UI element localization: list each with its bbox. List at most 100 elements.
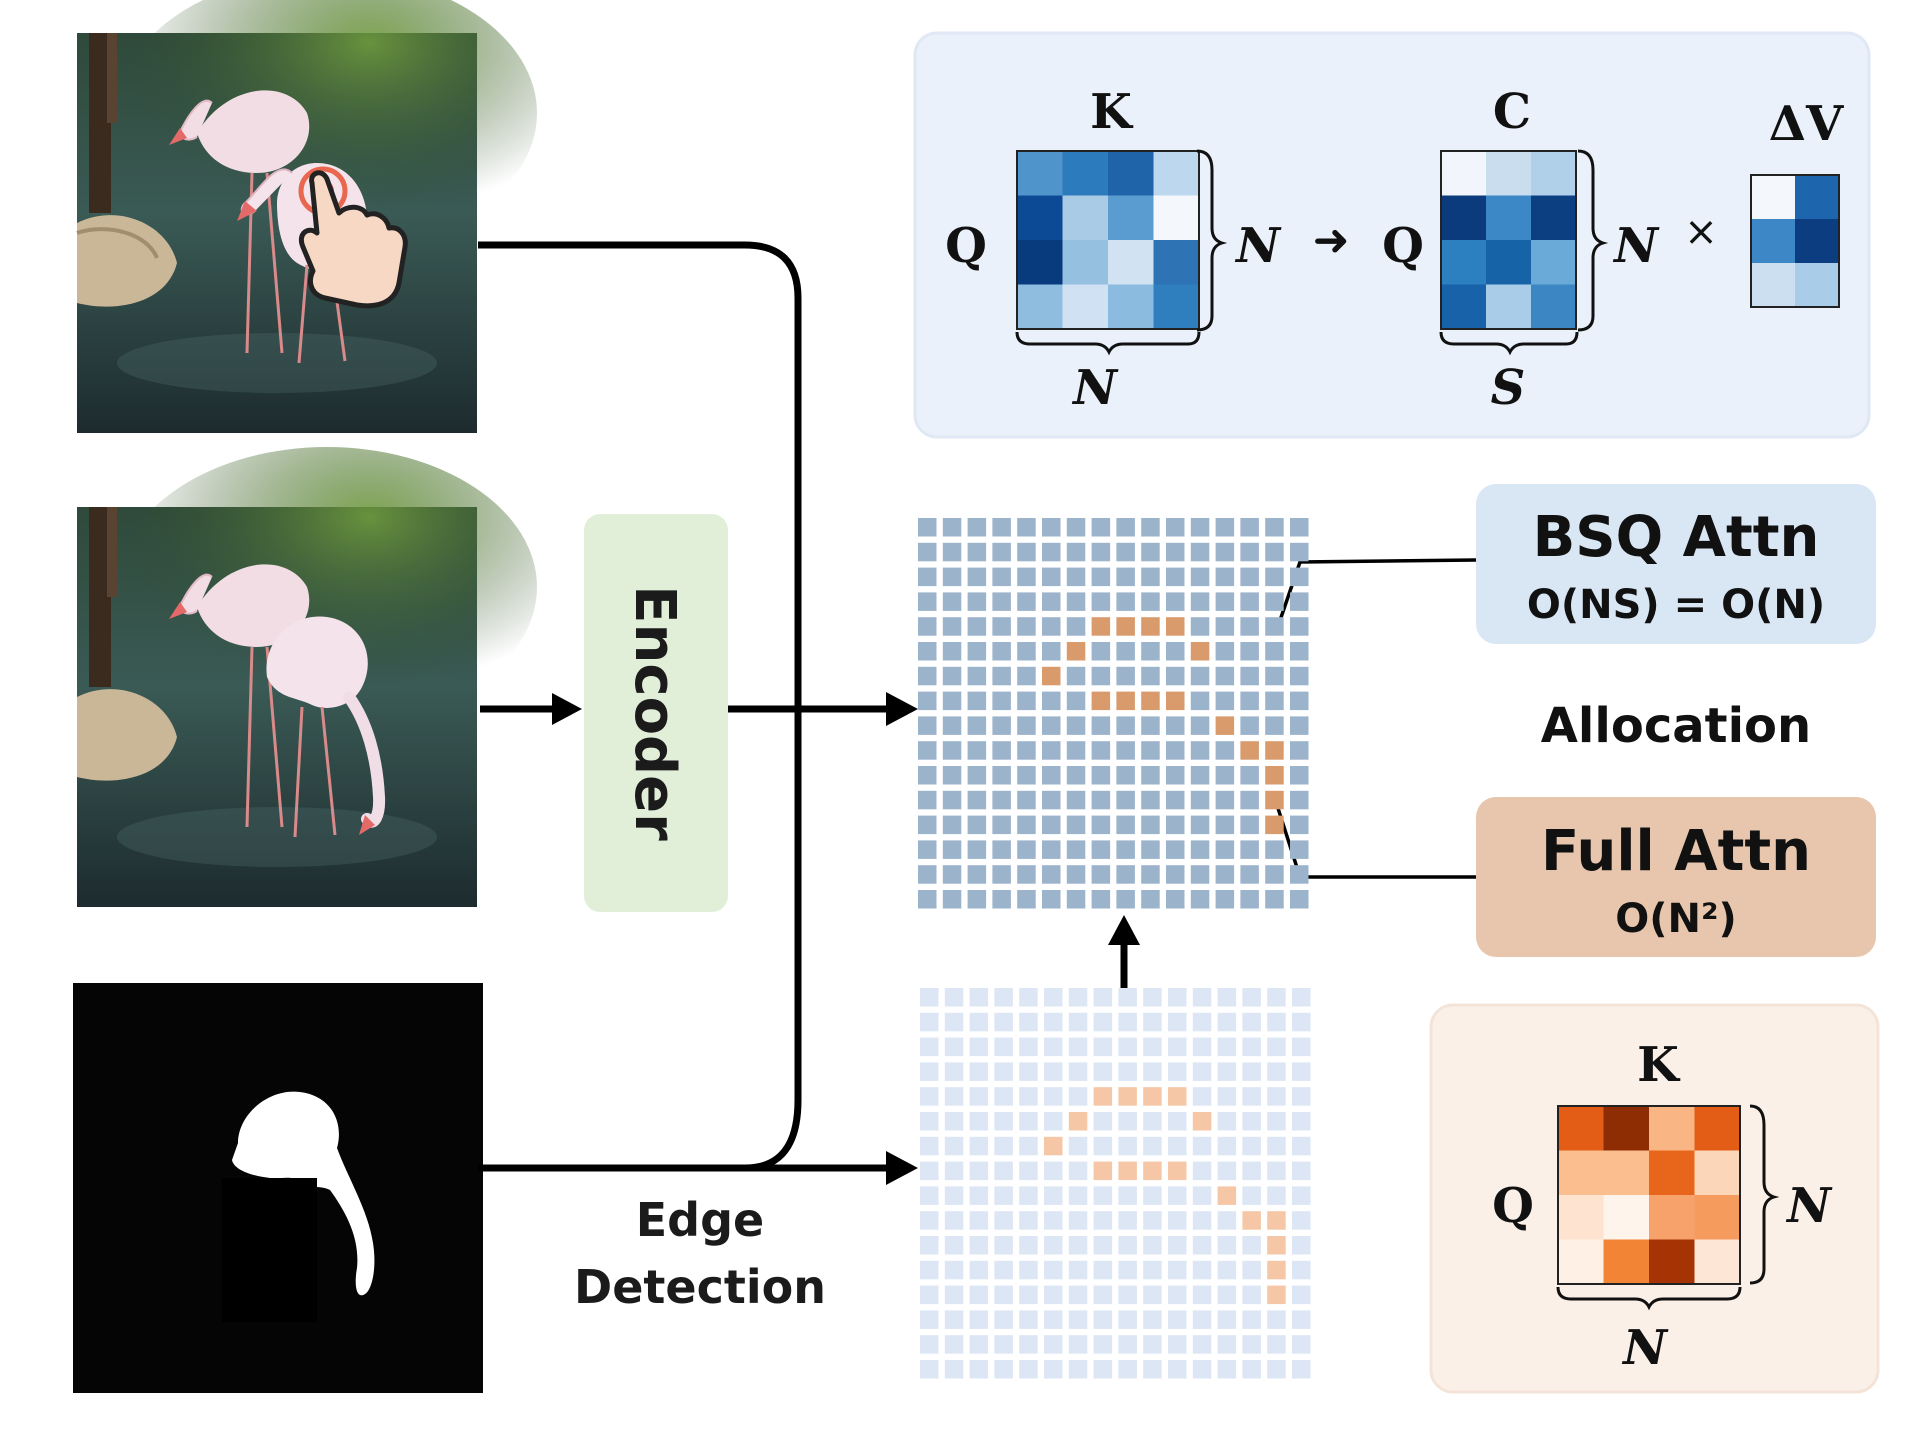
top-grid-token — [918, 716, 937, 735]
bottom-grid-token — [1143, 1062, 1162, 1081]
bottom-grid-token — [1068, 1161, 1088, 1181]
top-grid-token — [1116, 815, 1135, 835]
bottom-grid-token — [1242, 988, 1261, 1007]
top-grid-token — [1215, 691, 1235, 711]
top-grid-token — [1190, 691, 1210, 711]
full-cell — [1603, 1150, 1649, 1195]
top-grid-token — [1290, 790, 1309, 810]
top-grid-token — [1290, 766, 1309, 785]
bottom-grid-token — [1192, 1012, 1212, 1032]
top-grid-token — [967, 592, 987, 611]
bottom-grid-token — [994, 1186, 1013, 1205]
bottom-grid-token — [1168, 1112, 1187, 1131]
top-grid-token — [1042, 542, 1061, 562]
top-grid-token — [967, 518, 987, 537]
top-grid-token — [1141, 890, 1160, 909]
encoder-block: Encoder — [584, 514, 728, 912]
top-grid-token — [942, 691, 962, 711]
bottom-grid-token — [1143, 1310, 1162, 1329]
bottom-grid-token — [1192, 1310, 1212, 1329]
cq-cell — [1441, 240, 1486, 285]
top-grid-token — [1290, 890, 1309, 909]
top-grid-token — [1290, 865, 1309, 884]
bottom-grid-token — [944, 1335, 964, 1354]
top-grid-token — [1166, 518, 1185, 537]
bottom-grid-token — [1044, 1037, 1063, 1057]
bottom-grid-token — [1168, 1335, 1187, 1354]
bottom-grid-token — [1019, 1062, 1038, 1081]
top-grid-token — [1116, 890, 1135, 909]
top-grid-edge-token — [1265, 741, 1284, 760]
top-grid-token — [1141, 741, 1160, 760]
top-grid-token — [992, 642, 1011, 661]
top-grid-token — [967, 617, 987, 636]
bottom-grid-token — [1242, 1087, 1261, 1106]
top-grid-token — [1066, 567, 1086, 587]
bottom-grid-token — [1217, 1236, 1237, 1255]
bottom-grid-token — [1044, 1236, 1063, 1255]
bottom-grid-token — [1292, 1186, 1311, 1205]
cq-cell — [1531, 284, 1576, 329]
arrow-heads — [552, 692, 1140, 1185]
top-grid-token — [942, 617, 962, 636]
bottom-grid-token — [969, 1211, 989, 1230]
bottom-grid-token — [920, 1186, 939, 1205]
bottom-grid-token — [1292, 1360, 1311, 1379]
top-grid-edge-token — [1265, 815, 1284, 835]
bottom-grid-token — [1068, 988, 1088, 1007]
bottom-grid-token — [1143, 988, 1162, 1007]
arrow-head-encoder — [552, 693, 582, 725]
bsq-attention-panel: K Q N N ➜ C Q N S × ΔV — [913, 31, 1871, 439]
top-grid-token — [1042, 840, 1061, 859]
bottom-grid-token — [1217, 1211, 1237, 1230]
bottom-grid-token — [969, 988, 989, 1007]
bottom-grid-token — [1118, 1211, 1137, 1230]
top-grid-token — [1017, 691, 1036, 711]
full-cell — [1649, 1150, 1695, 1195]
top-grid-token — [1042, 790, 1061, 810]
cq-cell — [1441, 151, 1486, 196]
bottom-grid-token — [1192, 1285, 1212, 1305]
top-grid-token — [1141, 716, 1160, 735]
bottom-grid-token — [1093, 1285, 1113, 1305]
top-grid-token — [992, 567, 1011, 587]
top-grid-token — [1091, 865, 1111, 884]
top-grid-token — [992, 865, 1011, 884]
bottom-grid-token — [1267, 1360, 1286, 1379]
full-cell — [1603, 1106, 1649, 1151]
top-grid-token — [1240, 642, 1259, 661]
bottom-grid-token — [969, 1360, 989, 1379]
top-grid-token — [967, 642, 987, 661]
bottom-grid-token — [1242, 1335, 1261, 1354]
top-grid-token — [967, 666, 987, 686]
kq-cell — [1062, 151, 1108, 196]
bottom-grid-token — [1118, 1112, 1137, 1131]
bottom-grid-token — [1143, 1186, 1162, 1205]
bottom-grid-token — [1168, 1236, 1187, 1255]
cq-cell — [1486, 151, 1531, 196]
top-grid-token — [1240, 691, 1259, 711]
full-cell — [1603, 1195, 1649, 1240]
top-grid-token — [942, 542, 962, 562]
top-grid-token — [1190, 840, 1210, 859]
bottom-grid-token — [1019, 1037, 1038, 1057]
top-grid-token — [967, 542, 987, 562]
bottom-grid-token — [1118, 1136, 1137, 1156]
top-grid-token — [1166, 840, 1185, 859]
top-grid-token — [942, 815, 962, 835]
bottom-grid-token — [1292, 1236, 1311, 1255]
bottom-grid-token — [1068, 1335, 1088, 1354]
bottom-grid-token — [969, 1285, 989, 1305]
kq-cell — [1017, 240, 1063, 285]
bottom-grid-token — [1118, 1062, 1137, 1081]
bottom-grid-token — [1068, 1087, 1088, 1106]
bottom-grid-token — [1168, 1285, 1187, 1305]
bottom-grid-token — [1044, 1335, 1063, 1354]
bottom-grid-token — [994, 1285, 1013, 1305]
reduce-arrow-icon: ➜ — [1313, 215, 1350, 266]
bottom-grid-token — [920, 1260, 939, 1280]
kq-cell — [1108, 284, 1154, 329]
bottom-grid-token — [1292, 1335, 1311, 1354]
top-grid-token — [1017, 890, 1036, 909]
image-to-grid-line — [478, 241, 802, 1172]
